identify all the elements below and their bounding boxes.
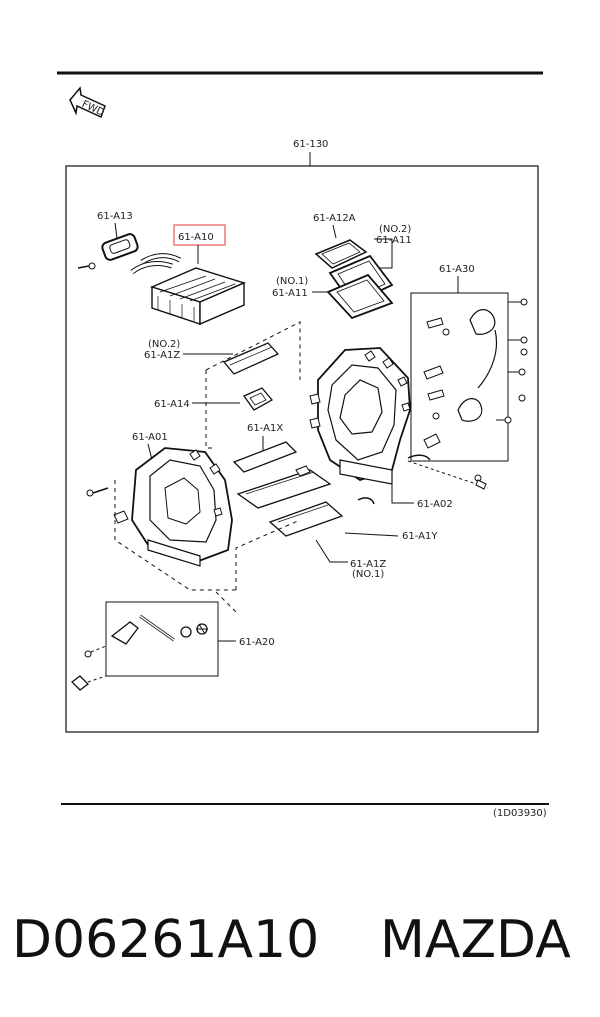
label-a12a: 61-A12A	[313, 213, 356, 224]
part-caption: D06261A10 MAZDA	[0, 905, 600, 975]
figure-ref: (1D03930)	[493, 808, 547, 819]
gasket-a13: 61-A13	[77, 211, 139, 270]
link-assembly-a30: 61-A30	[407, 264, 528, 490]
diagram-frame	[65, 165, 539, 733]
label-a02: 61-A02	[417, 499, 453, 510]
label-a11-no1: 61-A11	[272, 288, 308, 299]
label-a13: 61-A13	[97, 211, 133, 222]
label-a12-no2-note: (NO.2)	[148, 339, 180, 350]
label-a20: 61-A20	[239, 637, 275, 648]
label-a12-no2: 61-A1Z	[144, 350, 180, 361]
filter-a12-no1: 61-A1Z (NO.1)	[315, 539, 386, 580]
case-left-half-a01: 61-A01	[86, 432, 233, 567]
highlight-box-a10	[173, 224, 226, 246]
case-right-half	[309, 347, 431, 505]
seals-a11-a12a: 61-A12A (NO.2) 61-A11 (NO.1) 61-A11	[272, 213, 412, 320]
label-a12-no1-note: (NO.1)	[352, 569, 384, 580]
plate-a1x: 61-A1X	[232, 423, 332, 509]
fwd-label: FWD	[80, 99, 106, 119]
label-a11-no2: 61-A11	[376, 235, 412, 246]
lever-assembly-a20: 61-A20	[71, 601, 275, 691]
label-a30: 61-A30	[439, 264, 475, 275]
label-a11-no1-note: (NO.1)	[276, 276, 308, 287]
filter-a12-no2: (NO.2) 61-A1Z	[144, 339, 280, 375]
label-a10: 61-A10	[178, 232, 214, 243]
label-a01: 61-A01	[132, 432, 168, 443]
label-a11-no2-note: (NO.2)	[379, 224, 411, 235]
heater-core-a10: 61-A10	[130, 224, 247, 326]
plate-a1y: 61-A1Y	[268, 501, 438, 542]
label-a1x: 61-A1X	[247, 423, 283, 434]
fwd-arrow-icon: FWD	[69, 86, 106, 119]
brand-name: MAZDA	[380, 910, 571, 970]
exploded-parts-diagram: FWD 61-130 61-A13 61-A10 61-A12A	[57, 71, 549, 819]
label-a12-no1: 61-A1Z	[350, 559, 386, 570]
clip-a14: 61-A14	[154, 387, 274, 411]
part-number: D06261A10	[12, 910, 320, 970]
label-a14: 61-A14	[154, 399, 190, 410]
assembly-label: 61-130	[293, 139, 328, 150]
label-a1y: 61-A1Y	[402, 531, 438, 542]
